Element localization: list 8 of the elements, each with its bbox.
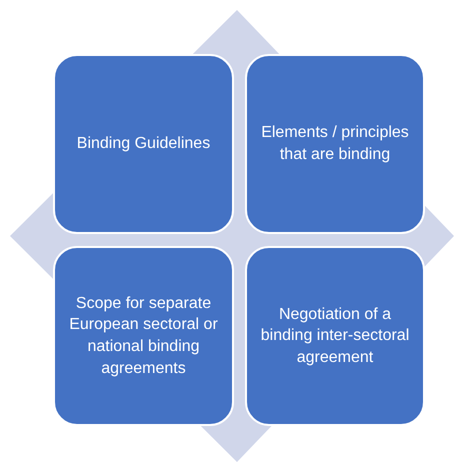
box-text: Elements / principles that are binding <box>260 123 410 165</box>
rounded-box <box>53 246 234 426</box>
rounded-box <box>245 246 425 426</box>
rounded-box <box>53 54 234 234</box>
box-text: Binding Guidelines <box>76 134 210 154</box>
box-text: Scope for separate European sectoral or national binding agreements <box>68 294 219 379</box>
rounded-box <box>245 54 425 234</box>
box-text: Negotiation of a binding inter-sectoral agreement <box>260 304 410 368</box>
